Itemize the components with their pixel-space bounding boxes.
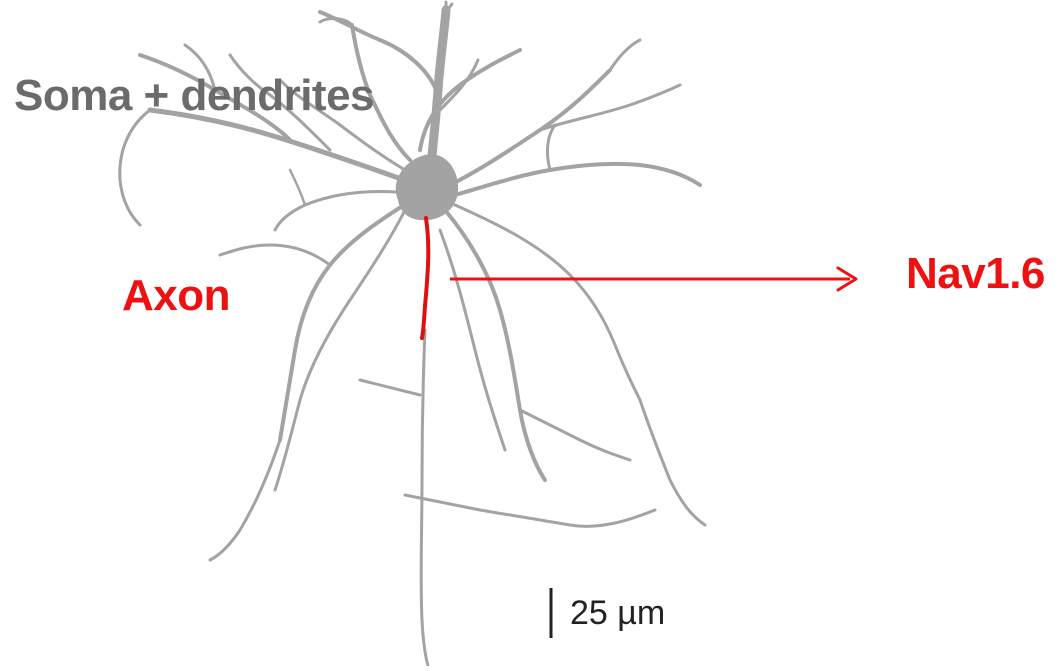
dendrite-branch [218,243,332,267]
dendrite-branch [318,16,354,27]
dendrite-branch [438,228,507,452]
dendrite-branch [453,161,702,197]
axon-shaft [419,328,430,668]
dendrite-branch [638,398,707,527]
dendrite-branch [208,438,282,562]
dendrite-branch [273,208,407,492]
nav16-label: Nav1.6 [906,249,1045,298]
dendrite-branch [358,378,422,397]
apical-branch [444,0,454,14]
dendrite-branch [443,208,547,482]
dendrite-branch [448,68,612,187]
dendrite-branch [278,78,407,172]
dendrite-branch [453,203,642,402]
dendrite-tree [118,0,707,562]
dendrite-branch [518,408,632,462]
dendrite-branch [438,58,480,112]
dendrite-branch [318,10,440,97]
dendrite-branch [288,168,307,207]
dendrite-branch [278,198,414,442]
dendrite-branch [350,23,412,162]
dendrite-branch [538,83,682,132]
dendrite-branch [147,107,413,185]
dendrite-branch [608,38,642,72]
dendrite-branch [418,48,522,152]
dendrite-branch [546,123,557,172]
nav-arrow-head [836,266,858,292]
dendrite-branch [403,493,657,528]
dendrite-branch [183,43,217,92]
dendrite-branch [228,53,332,152]
soma [395,154,459,221]
axon-initial-segment [420,216,431,340]
scale-bar-label: 25 µm [570,594,666,632]
soma-dendrites-label: Soma + dendrites [14,71,375,120]
dendrite-branch [118,108,152,227]
axon-label: Axon [122,271,231,320]
